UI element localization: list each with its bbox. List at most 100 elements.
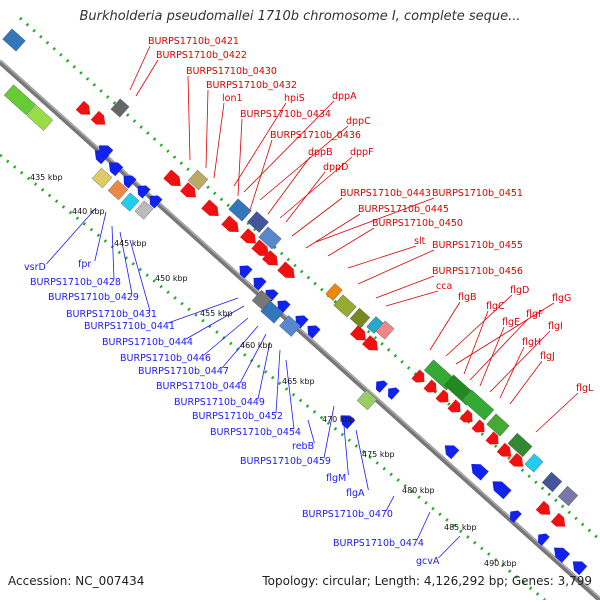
ruler-tick-label: 465 kbp: [282, 377, 315, 386]
reverse-gene-label[interactable]: gcvA: [416, 556, 440, 567]
forward-gene-label[interactable]: dppA: [332, 91, 357, 102]
reverse-gene-arrow: [572, 561, 588, 576]
forward-gene-arrow: [471, 419, 485, 433]
reverse-gene-arrow: [509, 510, 522, 523]
ruler-tick-label: 450 kbp: [155, 274, 188, 283]
forward-gene-arrow: [435, 389, 449, 403]
forward-gene-label[interactable]: BURPS1710b_0451: [432, 188, 523, 199]
forward-label-line: [243, 100, 335, 193]
reverse-gene-label[interactable]: BURPS1710b_0470: [302, 509, 393, 520]
forward-gene-label[interactable]: lon1: [222, 93, 243, 104]
forward-gene-label[interactable]: cca: [436, 281, 452, 292]
reverse-gene-label[interactable]: BURPS1710b_0441: [84, 321, 175, 332]
reverse-gene-label[interactable]: fpr: [78, 259, 91, 270]
forward-gene-labels: BURPS1710b_0421BURPS1710b_0422BURPS1710b…: [148, 36, 594, 394]
forward-label-line: [463, 310, 489, 375]
forward-gene-label[interactable]: BURPS1710b_0434: [240, 109, 331, 120]
forward-gene-label[interactable]: BURPS1710b_0422: [156, 50, 247, 61]
forward-gene-label[interactable]: BURPS1710b_0443: [340, 188, 431, 199]
reverse-gene-label[interactable]: BURPS1710b_0459: [240, 456, 331, 467]
forward-gene-label[interactable]: BURPS1710b_0455: [432, 240, 523, 251]
reverse-gene-label[interactable]: BURPS1710b_0454: [210, 427, 301, 438]
forward-label-line: [291, 197, 343, 237]
forward-gene-block: [461, 389, 495, 421]
forward-gene-label[interactable]: BURPS1710b_0450: [372, 218, 463, 229]
forward-gene-label[interactable]: dppF: [350, 147, 374, 158]
reverse-label-line: [185, 305, 245, 340]
map-title: Burkholderia pseudomallei 1710b chromoso…: [79, 9, 521, 24]
forward-gene-block: [2, 28, 26, 52]
forward-gene-arrow: [90, 110, 106, 125]
forward-gene-label[interactable]: dppB: [308, 147, 333, 158]
reverse-gene-block: [120, 192, 140, 212]
reverse-label-line: [46, 207, 97, 265]
reverse-gene-label[interactable]: BURPS1710b_0452: [192, 411, 283, 422]
reverse-gene-label[interactable]: BURPS1710b_0474: [333, 538, 424, 549]
forward-gene-label[interactable]: dppC: [346, 116, 371, 127]
forward-gene-label[interactable]: flgC: [486, 301, 505, 312]
reverse-label-line: [203, 317, 249, 356]
reverse-gene-label[interactable]: BURPS1710b_0448: [156, 381, 247, 392]
forward-gene-label[interactable]: BURPS1710b_0421: [148, 36, 239, 47]
ruler-tick-label: 470 kbp: [322, 415, 355, 424]
forward-gene-arrow: [459, 409, 473, 423]
reverse-gene-arrow: [444, 445, 460, 460]
forward-label-line: [187, 75, 191, 161]
forward-gene-label[interactable]: BURPS1710b_0436: [270, 130, 361, 141]
forward-gene-label[interactable]: flgF: [526, 309, 543, 320]
forward-gene-label[interactable]: BURPS1710b_0445: [358, 204, 449, 215]
ruler-tick-label: 480 kbp: [402, 486, 435, 495]
genome-summary: Topology: circular; Length: 4,126,292 bp…: [262, 574, 592, 588]
forward-gene-arrow: [163, 169, 181, 187]
reverse-gene-label[interactable]: vsrD: [24, 262, 46, 273]
forward-gene-block: [110, 98, 130, 118]
forward-label-line: [205, 89, 209, 169]
reverse-gene-block: [279, 315, 301, 337]
forward-gene-label[interactable]: flgJ: [540, 351, 555, 362]
forward-gene-label[interactable]: hpiS: [284, 93, 305, 104]
forward-gene-label[interactable]: flgD: [510, 285, 529, 296]
forward-label-line: [479, 326, 505, 387]
forward-gene-arrow: [496, 442, 512, 457]
forward-gene-block: [486, 413, 510, 437]
reverse-gene-label[interactable]: rebB: [292, 441, 314, 452]
forward-label-line: [233, 102, 287, 187]
forward-label-line: [375, 275, 435, 299]
reverse-gene-arrow: [239, 265, 253, 279]
forward-gene-label[interactable]: BURPS1710b_0456: [432, 266, 523, 277]
forward-gene-label[interactable]: flgI: [548, 321, 563, 332]
forward-gene-label[interactable]: dppD: [323, 162, 348, 173]
forward-gene-label[interactable]: flgL: [576, 383, 594, 394]
forward-gene-arrow: [180, 182, 196, 198]
forward-gene-label[interactable]: flgH: [522, 337, 541, 348]
reverse-gene-block: [107, 179, 129, 201]
reverse-gene-block: [356, 389, 378, 411]
reverse-gene-label[interactable]: BURPS1710b_0428: [30, 277, 121, 288]
reverse-gene-label[interactable]: BURPS1710b_0447: [138, 366, 229, 377]
forward-gene-label[interactable]: slt: [414, 236, 426, 247]
forward-gene-label[interactable]: flgB: [458, 292, 477, 303]
reverse-gene-label[interactable]: flgM: [326, 473, 346, 484]
reverse-label-line: [385, 495, 395, 512]
forward-label-line: [305, 213, 361, 249]
forward-gene-label[interactable]: BURPS1710b_0430: [186, 66, 277, 77]
forward-gene-block: [247, 211, 269, 233]
ruler-tick-label: 475 kbp: [362, 450, 395, 459]
reverse-label-line: [257, 341, 271, 400]
forward-gene-block: [333, 294, 357, 318]
reverse-gene-label[interactable]: BURPS1710b_0449: [174, 397, 265, 408]
reverse-gene-label[interactable]: flgA: [346, 488, 365, 499]
forward-gene-label[interactable]: BURPS1710b_0432: [206, 80, 297, 91]
reverse-gene-label[interactable]: BURPS1710b_0444: [102, 337, 193, 348]
reverse-gene-label[interactable]: BURPS1710b_0431: [66, 309, 157, 320]
reverse-gene-label[interactable]: BURPS1710b_0446: [120, 353, 211, 364]
forward-label-line: [249, 139, 273, 211]
forward-gene-label[interactable]: flgG: [552, 293, 571, 304]
forward-gene-label[interactable]: flgE: [502, 317, 520, 328]
reverse-label-line: [343, 425, 349, 476]
reverse-gene-label[interactable]: BURPS1710b_0429: [48, 292, 139, 303]
forward-gene-block: [325, 283, 343, 301]
reverse-gene-arrow: [98, 145, 114, 160]
